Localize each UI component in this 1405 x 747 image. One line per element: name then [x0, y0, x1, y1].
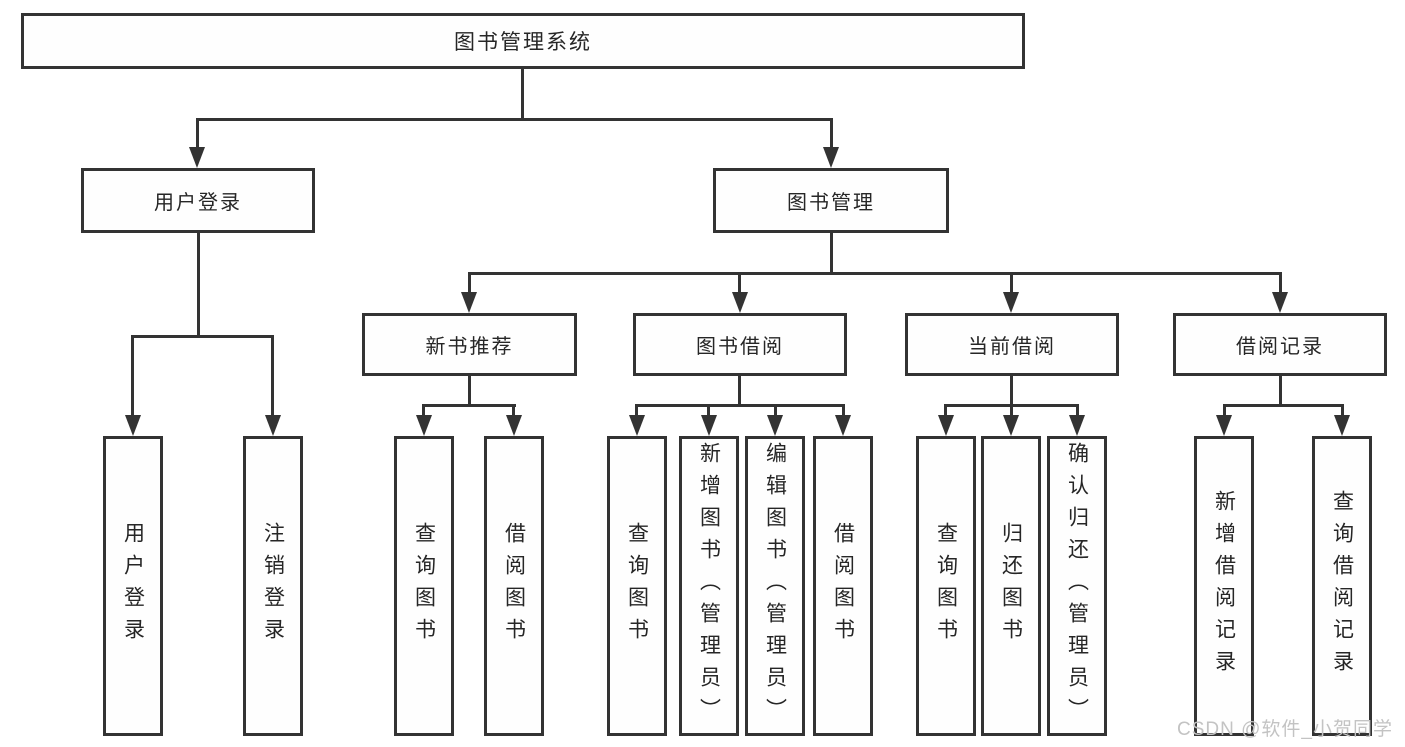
leaf-logout-login: 注销登录	[243, 436, 303, 736]
node-root-label: 图书管理系统	[454, 31, 592, 54]
node-borrowing-records-label: 借阅记录	[1236, 336, 1324, 358]
leaf-borrow-books-borrowing-label: 借阅图书	[831, 522, 855, 650]
leaf-confirm-return-admin: 确认归还（管理员）	[1047, 436, 1107, 736]
connector-current-vline	[1010, 376, 1013, 407]
connector-leaf-shaft	[512, 404, 515, 418]
leaf-query-books-borrowing-label: 查询图书	[625, 522, 649, 650]
connector-records-vline	[1279, 376, 1282, 407]
node-root: 图书管理系统	[21, 13, 1025, 69]
node-current-borrowing: 当前借阅	[905, 313, 1119, 376]
leaf-query-borrow-record-label: 查询借阅记录	[1330, 490, 1354, 682]
leaf-logout-login-label: 注销登录	[261, 522, 285, 650]
connector-leaf-shaft	[944, 404, 947, 418]
connector-leaf-shaft	[1076, 404, 1079, 418]
node-new-book-recommendation: 新书推荐	[362, 313, 577, 376]
leaf-query-borrow-record: 查询借阅记录	[1312, 436, 1372, 736]
node-user-login: 用户登录	[81, 168, 315, 233]
arrow-leaf-icon	[416, 415, 432, 436]
leaf-return-books-label: 归还图书	[999, 522, 1023, 650]
arrow-leaf-icon	[767, 415, 783, 436]
arrow-leaf-icon	[629, 415, 645, 436]
arrow-new-rec-icon	[461, 292, 477, 313]
connector-mgmt-vline	[830, 233, 833, 274]
arrow-current-borrow-icon	[1003, 292, 1019, 313]
leaf-query-books-recommend-label: 查询图书	[412, 522, 436, 650]
connector-leaf-shaft	[1223, 404, 1226, 418]
connector-borrow-hline	[635, 404, 845, 407]
connector-borrow-records-shaft	[1279, 272, 1282, 296]
leaf-add-borrow-record-label: 新增借阅记录	[1212, 490, 1236, 682]
leaf-edit-books-admin: 编辑图书（管理员）	[745, 436, 805, 736]
connector-leaf-logout-shaft	[271, 335, 274, 418]
arrow-leaf-logout-icon	[265, 415, 281, 436]
connector-newrec-vline	[468, 376, 471, 407]
connector-user-hline	[131, 335, 274, 338]
leaf-user-login: 用户登录	[103, 436, 163, 736]
arrow-borrow-records-icon	[1272, 292, 1288, 313]
node-current-borrowing-label: 当前借阅	[968, 336, 1056, 358]
leaf-query-books-current-label: 查询图书	[934, 522, 958, 650]
connector-leaf-shaft	[1010, 404, 1013, 418]
arrow-leaf-icon	[938, 415, 954, 436]
arrow-book-mgmt-icon	[823, 147, 839, 168]
leaf-add-borrow-record: 新增借阅记录	[1194, 436, 1254, 736]
node-book-borrowing-label: 图书借阅	[696, 336, 784, 358]
node-book-borrowing: 图书借阅	[633, 313, 847, 376]
leaf-add-books-admin-label: 新增图书（管理员）	[697, 442, 721, 730]
arrow-leaf-icon	[506, 415, 522, 436]
csdn-watermark: CSDN @软件_小贺同学	[1177, 719, 1393, 740]
connector-leaf-shaft	[1341, 404, 1344, 418]
leaf-return-books: 归还图书	[981, 436, 1041, 736]
connector-root-vline	[521, 69, 524, 120]
arrow-leaf-icon	[1003, 415, 1019, 436]
leaf-borrow-books-recommend-label: 借阅图书	[502, 522, 526, 650]
connector-borrow-vline	[738, 376, 741, 407]
leaf-query-books-recommend: 查询图书	[394, 436, 454, 736]
leaf-borrow-books-recommend: 借阅图书	[484, 436, 544, 736]
node-new-book-recommendation-label: 新书推荐	[425, 336, 514, 358]
node-user-login-label: 用户登录	[154, 192, 242, 214]
leaf-confirm-return-admin-label: 确认归还（管理员）	[1065, 442, 1089, 730]
connector-leaf-shaft	[842, 404, 845, 418]
connector-leaf-shaft	[707, 404, 710, 418]
arrow-leaf-icon	[701, 415, 717, 436]
node-book-management: 图书管理	[713, 168, 949, 233]
connector-mgmt-hline	[468, 272, 1282, 275]
connector-book-mgmt-shaft	[830, 118, 833, 150]
leaf-borrow-books-borrowing: 借阅图书	[813, 436, 873, 736]
arrow-leaf-icon	[1334, 415, 1350, 436]
connector-leaf-shaft	[635, 404, 638, 418]
connector-root-hline	[196, 118, 832, 121]
arrow-book-borrow-icon	[732, 292, 748, 313]
leaf-add-books-admin: 新增图书（管理员）	[679, 436, 739, 736]
leaf-user-login-label: 用户登录	[121, 522, 145, 650]
connector-leaf-shaft	[422, 404, 425, 418]
arrow-user-login-icon	[189, 147, 205, 168]
arrow-leaf-icon	[1069, 415, 1085, 436]
connector-new-rec-shaft	[468, 272, 471, 296]
connector-user-vline	[197, 233, 200, 335]
arrow-leaf-user-login-icon	[125, 415, 141, 436]
connector-book-borrow-shaft	[738, 272, 741, 296]
connector-current-borrow-shaft	[1010, 272, 1013, 296]
connector-user-login-shaft	[196, 118, 199, 150]
arrow-leaf-icon	[1216, 415, 1232, 436]
node-borrowing-records: 借阅记录	[1173, 313, 1387, 376]
node-book-management-label: 图书管理	[787, 192, 875, 214]
connector-leaf-shaft	[774, 404, 777, 418]
connector-newrec-hline	[422, 404, 516, 407]
arrow-leaf-icon	[835, 415, 851, 436]
leaf-query-books-current: 查询图书	[916, 436, 976, 736]
leaf-query-books-borrowing: 查询图书	[607, 436, 667, 736]
connector-records-hline	[1223, 404, 1344, 407]
connector-leaf-user-login-shaft	[131, 335, 134, 418]
leaf-edit-books-admin-label: 编辑图书（管理员）	[763, 442, 787, 730]
